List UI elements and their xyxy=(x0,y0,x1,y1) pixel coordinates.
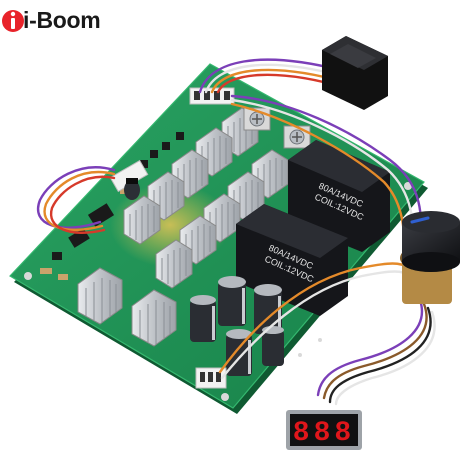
capacitors xyxy=(190,276,284,376)
smd-components xyxy=(40,132,322,357)
led-display: 888 xyxy=(286,410,362,450)
speed-knob xyxy=(400,211,460,304)
brand-logo: i-Boom xyxy=(2,4,101,38)
brand-name: i-Boom xyxy=(23,7,101,33)
led-display-digits: 888 xyxy=(293,418,355,449)
brand-mark-icon xyxy=(2,10,24,32)
heatsinks xyxy=(77,107,289,347)
relay-1: 80A/14VDC COIL:12VDC xyxy=(288,140,390,252)
bottom-connector xyxy=(195,367,227,389)
rocker-switch xyxy=(322,36,388,110)
left-connector xyxy=(109,159,149,200)
